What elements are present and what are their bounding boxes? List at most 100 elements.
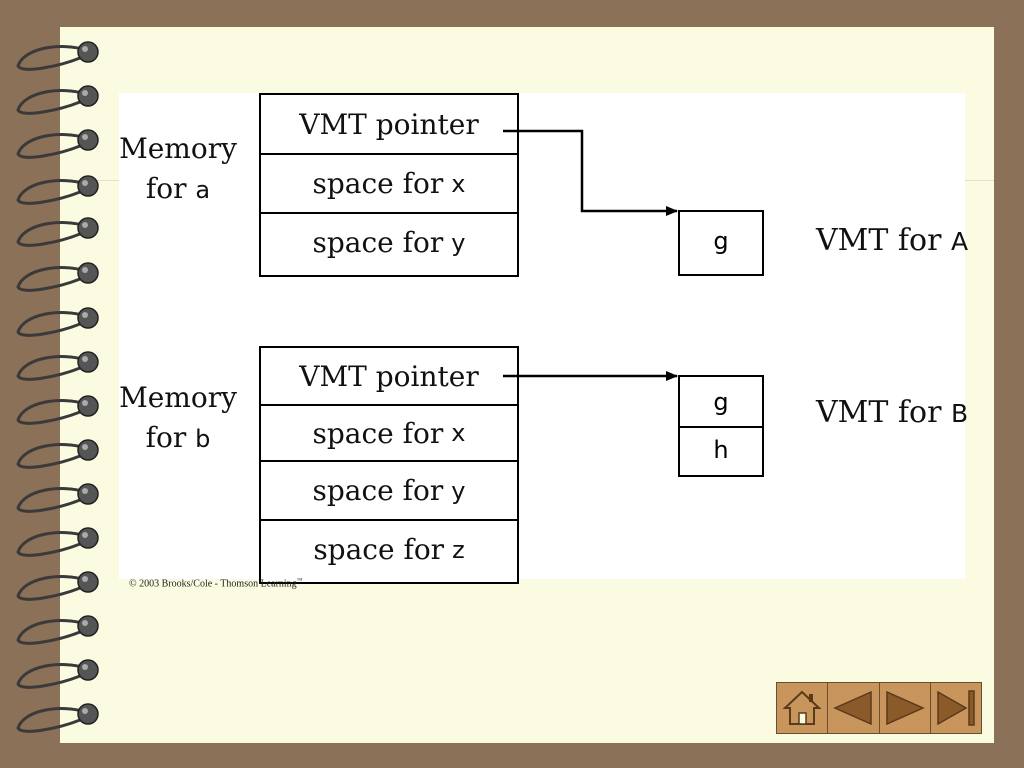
binding-hole xyxy=(77,129,99,151)
binding-ring xyxy=(16,133,87,159)
previous-icon xyxy=(833,690,873,726)
previous-button[interactable] xyxy=(828,683,880,733)
memory-b-cell: VMT pointer xyxy=(261,348,517,406)
binding-hole-shine xyxy=(82,90,88,96)
vmt-b-class: B xyxy=(950,399,969,428)
memory-b-cell-var: z xyxy=(452,535,465,564)
binding-hole-shine xyxy=(82,620,88,626)
binding-hole xyxy=(77,439,99,461)
binding-ring xyxy=(16,531,87,557)
copyright-notice: © 2003 Brooks/Cole - Thomson Learning™ xyxy=(129,578,303,589)
binding-hole xyxy=(77,175,99,197)
memory-b-cell-text: space for xyxy=(312,474,444,507)
memory-a-label: Memory for a xyxy=(119,129,237,210)
binding-hole xyxy=(77,217,99,239)
memory-a-cell-text: space for xyxy=(312,167,444,200)
memory-a-cell: VMT pointer xyxy=(261,95,517,155)
memory-b-cell-var: x xyxy=(451,419,466,447)
binding-hole xyxy=(77,659,99,681)
vmt-b-entry: h xyxy=(713,435,729,464)
memory-b-cell-var: y xyxy=(451,476,466,505)
next-icon xyxy=(885,690,925,726)
home-button[interactable] xyxy=(777,683,829,733)
last-slide-button[interactable] xyxy=(931,683,981,733)
binding-ring xyxy=(16,399,87,425)
binding-hole xyxy=(77,85,99,107)
memory-b-label-line2: for b xyxy=(119,418,237,459)
spiral-binding xyxy=(16,41,99,733)
binding-hole xyxy=(77,351,99,373)
memory-b-label-prefix: for xyxy=(145,421,187,454)
vmt-a-pointer-arrow xyxy=(503,129,678,216)
trademark-mark: ™ xyxy=(296,578,303,584)
binding-hole-shine xyxy=(82,180,88,186)
binding-hole xyxy=(77,615,99,637)
memory-a-cell-var: x xyxy=(451,169,466,198)
pointer-arrows xyxy=(503,129,678,381)
binding-hole-shine xyxy=(82,222,88,228)
binding-ring xyxy=(16,89,87,115)
memory-b-cell-text: space for xyxy=(313,533,445,566)
binding-hole-shine xyxy=(82,444,88,450)
vmt-b-label: VMT for B xyxy=(816,395,968,430)
vmt-b-label-text: VMT for xyxy=(816,395,942,430)
memory-b-var: b xyxy=(195,425,211,453)
binding-hole-shine xyxy=(82,267,88,273)
vmt-a-table: g xyxy=(678,210,764,276)
binding-hole xyxy=(77,483,99,505)
copyright-text: © 2003 Brooks/Cole - Thomson Learning xyxy=(129,578,297,590)
binding-ring xyxy=(16,663,87,689)
memory-a-label-line1: Memory xyxy=(119,132,237,165)
binding-hole xyxy=(77,307,99,329)
memory-a-label-prefix: for xyxy=(145,172,187,205)
binding-hole xyxy=(77,527,99,549)
binding-hole-shine xyxy=(82,46,88,52)
binding-hole-shine xyxy=(82,708,88,714)
home-icon xyxy=(782,690,822,725)
memory-a-label-line2: for a xyxy=(119,169,237,210)
binding-ring xyxy=(16,575,87,601)
binding-ring xyxy=(16,619,87,645)
vmt-a-label: VMT for A xyxy=(816,223,968,258)
memory-a-cell-text: space for xyxy=(312,226,444,259)
binding-ring xyxy=(16,311,87,337)
binding-hole-shine xyxy=(82,400,88,406)
binding-hole-shine xyxy=(82,312,88,318)
binding-ring xyxy=(16,487,87,513)
vmt-b-entry: g xyxy=(680,377,762,428)
memory-b-cell-text: space for xyxy=(312,416,444,450)
binding-hole-shine xyxy=(82,356,88,362)
binding-hole xyxy=(77,41,99,63)
memory-a-cell-var: y xyxy=(451,228,466,257)
vmt-a-label-text: VMT for xyxy=(816,223,942,258)
binding-hole-shine xyxy=(82,488,88,494)
binding-ring xyxy=(16,266,87,292)
binding-ring xyxy=(16,707,87,733)
binding-hole xyxy=(77,571,99,593)
binding-hole-shine xyxy=(82,576,88,582)
binding-hole xyxy=(77,395,99,417)
memory-b-label: Memory for b xyxy=(119,378,237,459)
memory-b-cell-text: VMT pointer xyxy=(299,359,479,393)
binding-hole-shine xyxy=(82,664,88,670)
binding-ring xyxy=(16,179,87,205)
binding-ring xyxy=(16,221,87,247)
memory-a-var: a xyxy=(195,176,211,204)
binding-ring xyxy=(16,355,87,381)
binding-hole-shine xyxy=(82,532,88,538)
next-button[interactable] xyxy=(880,683,931,733)
binding-ring xyxy=(16,443,87,469)
last-slide-icon xyxy=(937,690,975,726)
binding-hole xyxy=(77,703,99,725)
memory-a-cell-text: VMT pointer xyxy=(299,107,479,141)
vmt-a-entry: g xyxy=(713,227,729,255)
binding-hole xyxy=(77,262,99,284)
